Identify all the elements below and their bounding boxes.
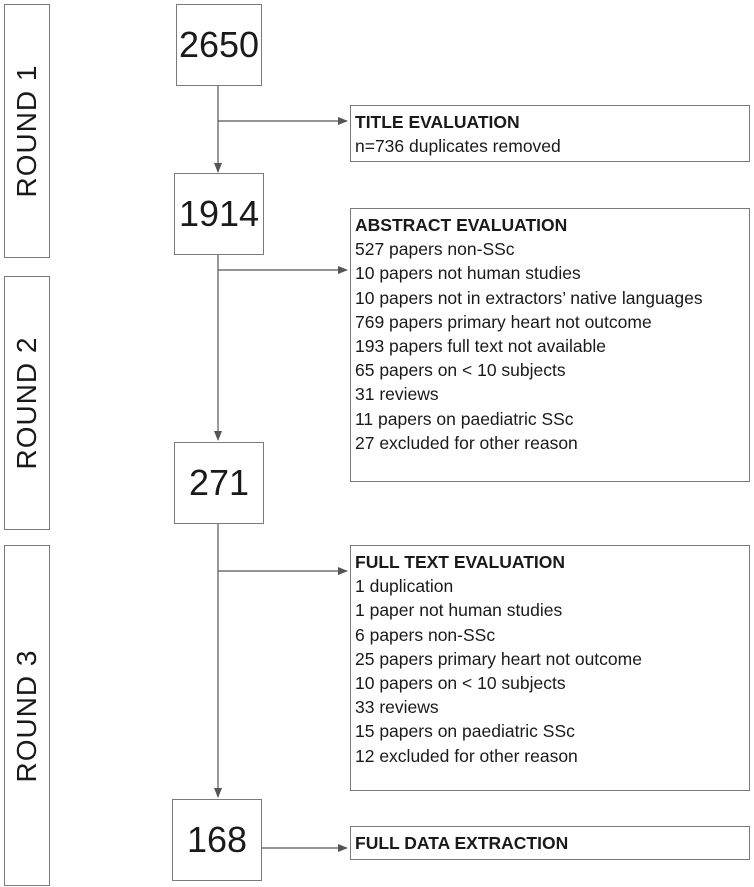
list-item: 33 reviews — [355, 697, 439, 718]
list-item: 11 papers on paediatric SSc — [355, 408, 574, 429]
list-item: 27 excluded for other reason — [355, 432, 578, 453]
list-item: 31 reviews — [355, 384, 439, 405]
list-item: 6 papers non-SSc — [355, 624, 496, 645]
list-item: 527 papers non-SSc — [355, 239, 515, 260]
title-evaluation-heading: TITLE EVALUATION — [355, 112, 520, 132]
round-3-text: ROUND 3 — [11, 648, 42, 783]
list-item: 193 papers full text not available — [355, 336, 606, 357]
count-box-1914: 1914 — [174, 173, 264, 255]
round-3-label: ROUND 3 — [4, 545, 50, 886]
list-item: 1 paper not human studies — [355, 600, 563, 621]
count-box-168: 168 — [172, 799, 262, 881]
round-2-text: ROUND 2 — [11, 336, 42, 470]
list-item: 769 papers primary heart not outcome — [355, 311, 652, 332]
list-item: 10 papers on < 10 subjects — [355, 673, 566, 694]
list-item: 65 papers on < 10 subjects — [355, 360, 566, 381]
list-item: n=736 duplicates removed — [355, 136, 561, 157]
full-text-evaluation-box: FULL TEXT EVALUATION 1 duplication 1 pap… — [350, 545, 750, 791]
abstract-evaluation-heading: ABSTRACT EVALUATION — [355, 215, 568, 235]
list-item: 10 papers not human studies — [355, 263, 581, 284]
round-1-text: ROUND 1 — [11, 64, 42, 198]
round-1-label: ROUND 1 — [4, 4, 50, 258]
round-2-label: ROUND 2 — [4, 276, 50, 530]
count-box-2650: 2650 — [176, 4, 262, 86]
list-item: 10 papers not in extractors’ native lang… — [355, 287, 703, 308]
title-evaluation-box: TITLE EVALUATION n=736 duplicates remove… — [350, 105, 750, 162]
abstract-evaluation-box: ABSTRACT EVALUATION 527 papers non-SSc 1… — [350, 208, 750, 482]
full-text-evaluation-heading: FULL TEXT EVALUATION — [355, 552, 565, 572]
list-item: 25 papers primary heart not outcome — [355, 648, 642, 669]
full-data-extraction-heading: FULL DATA EXTRACTION — [355, 833, 569, 853]
full-data-extraction-box: FULL DATA EXTRACTION — [350, 826, 750, 860]
list-item: 1 duplication — [355, 576, 454, 597]
count-box-271: 271 — [174, 442, 264, 524]
list-item: 12 excluded for other reason — [355, 745, 578, 766]
list-item: 15 papers on paediatric SSc — [355, 721, 575, 742]
